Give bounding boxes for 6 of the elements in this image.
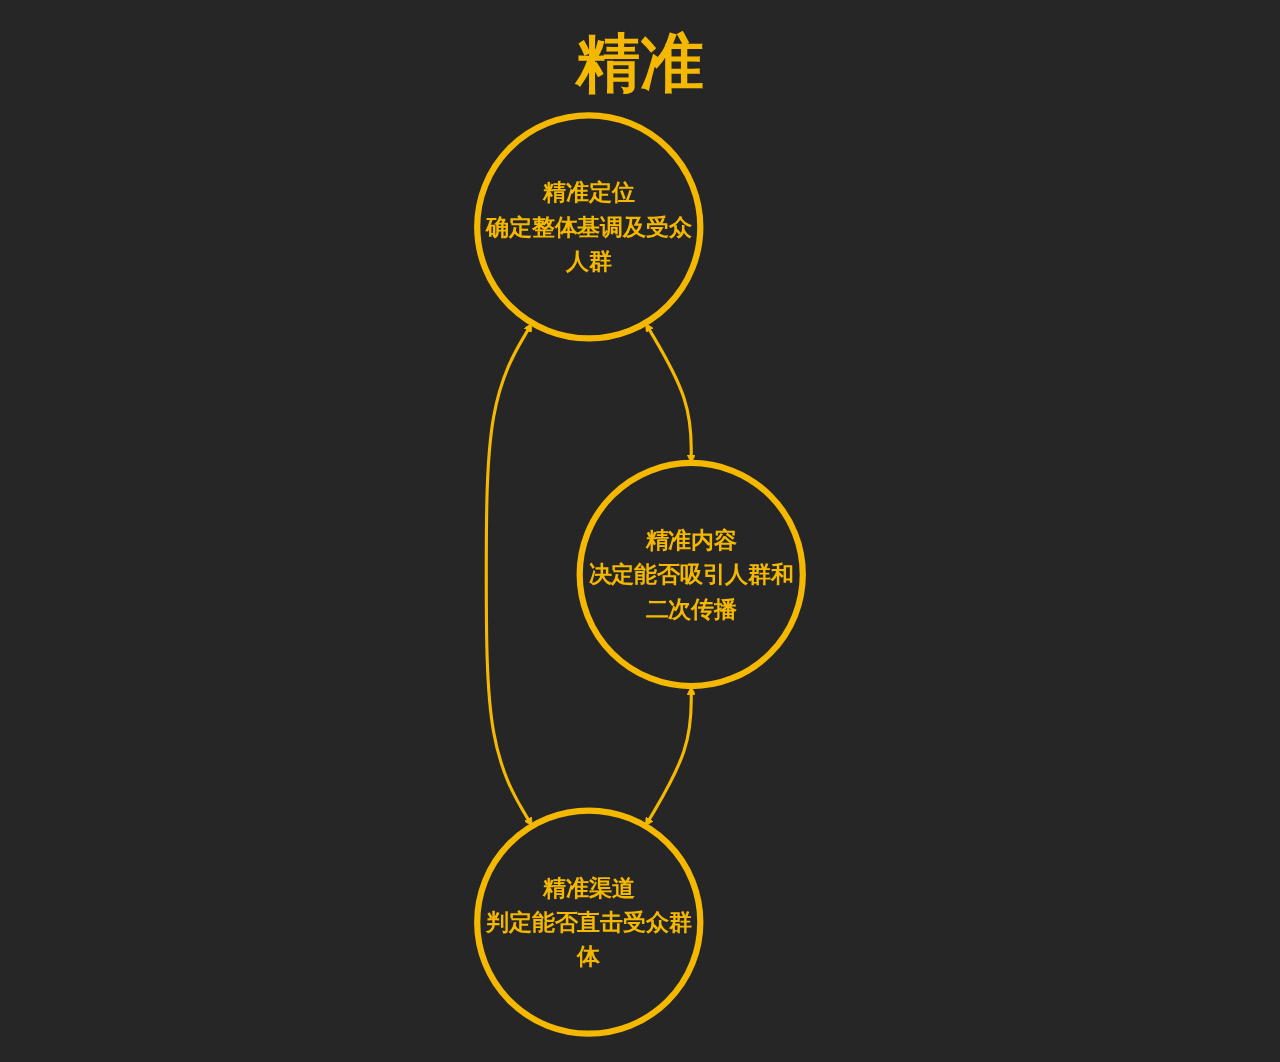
node-circle: 精准渠道 判定能否直击受众群体 <box>474 807 704 1037</box>
arrow <box>484 322 533 827</box>
arrow <box>645 686 696 827</box>
node-circle: 精准内容 决定能否吸引人群和二次传播 <box>576 459 806 690</box>
node-circle: 精准定位 确定整体基调及受众人群 <box>474 112 704 342</box>
center-label: 精准 <box>576 25 704 102</box>
